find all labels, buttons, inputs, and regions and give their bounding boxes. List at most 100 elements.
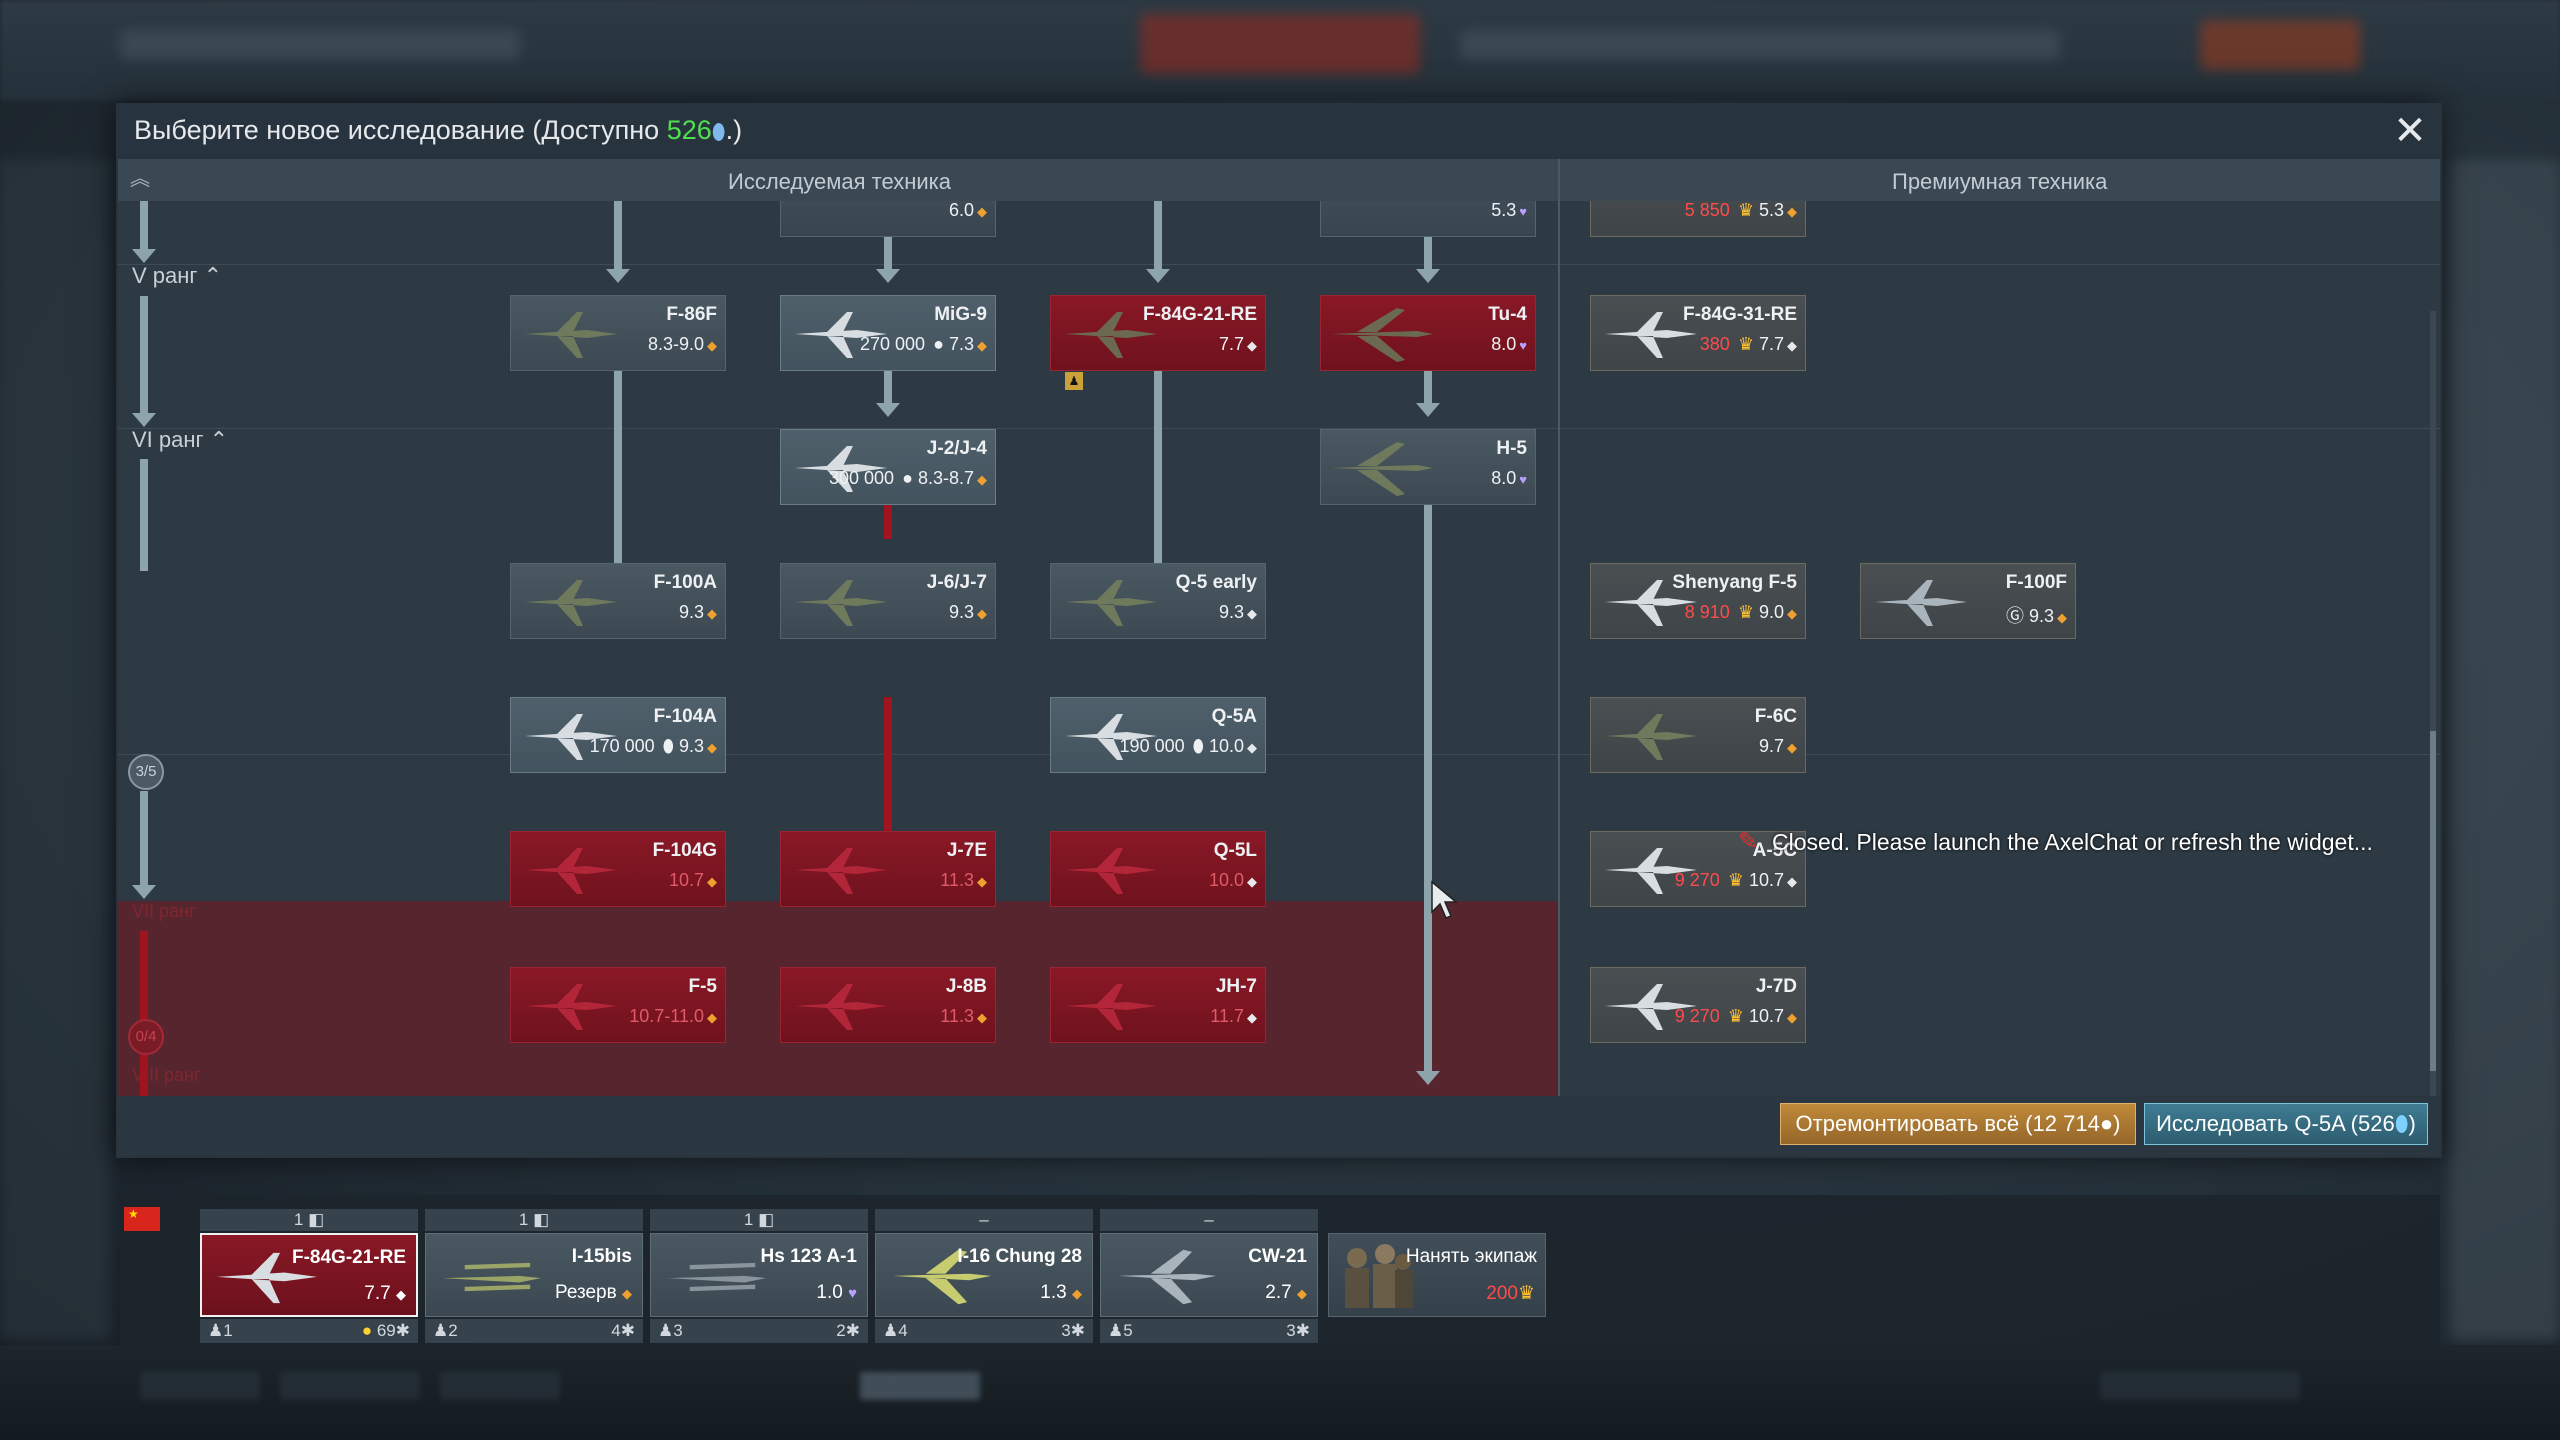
- slot-vehicle-card[interactable]: CW-21 2.7 ◆: [1100, 1233, 1318, 1317]
- tree-header: ︽ Исследуемая техника Премиумная техника: [118, 159, 2440, 202]
- vehicle-card-f84g21[interactable]: F-84G-21-RE 7.7◆ ♟: [1050, 295, 1266, 390]
- rank-5-label[interactable]: V ранг ⌃: [132, 263, 222, 289]
- slot-br-value: 7.7: [364, 1283, 391, 1304]
- research-tree: V ранг ⌃ VI ранг ⌃ VII ранг VIII ранг 3/…: [118, 201, 2440, 1096]
- premium-vehicle-card[interactable]: 5 850♛ 5.3◆: [1590, 201, 1806, 237]
- vehicle-card[interactable]: 6.0◆: [780, 201, 996, 237]
- crew-number: ♟3: [658, 1321, 683, 1341]
- bg-bottom-item: [860, 1372, 980, 1400]
- vehicle-name: Tu-4: [1488, 304, 1527, 325]
- research-vehicle-button[interactable]: Исследовать Q-5A (526⬮): [2144, 1103, 2428, 1145]
- premium-vehicle-card-shenyang-f5[interactable]: Shenyang F-5 8 910♛ 9.0◆: [1590, 563, 1806, 639]
- arrow-down-icon: [876, 269, 900, 283]
- snowflake-icon: ✱: [845, 1321, 860, 1340]
- slot-vehicle-card[interactable]: F-84G-21-RE 7.7 ◆: [200, 1233, 418, 1317]
- crew-number-value: 2: [448, 1321, 458, 1340]
- crew-number: ♟5: [1108, 1321, 1133, 1341]
- jet-icon: [525, 580, 617, 626]
- vehicle-card-f104g[interactable]: F-104G 10.7◆: [510, 831, 726, 907]
- vehicle-card-f86f[interactable]: F-86F 8.3-9.0◆: [510, 295, 726, 371]
- premium-vehicle-card-j7d[interactable]: J-7D 9 270♛ 10.7◆: [1590, 967, 1806, 1043]
- slot-vehicle-card[interactable]: I-16 Chung 28 1.3 ◆: [875, 1233, 1093, 1317]
- bomber-icon: [1331, 442, 1433, 496]
- arrow-down-icon: [876, 403, 900, 417]
- vehicle-br-value: 8.0: [1491, 468, 1517, 488]
- vehicle-br-value: 6.0: [948, 201, 974, 220]
- premium-vehicle-card-f6c[interactable]: F-6C 9.7◆: [1590, 697, 1806, 773]
- jet-icon: [1065, 312, 1157, 358]
- vehicle-card-q5a[interactable]: Q-5A 190 000⬮ 10.0◆: [1050, 697, 1266, 773]
- vehicle-br-value: 10.7: [668, 870, 704, 890]
- golden-eagle-icon: ♛: [1737, 602, 1754, 622]
- jet-icon: [1875, 580, 1967, 626]
- vehicle-br-value: 5.3: [1758, 201, 1784, 220]
- research-point-icon: ⬮: [662, 736, 674, 756]
- vehicle-card-f100a[interactable]: F-100A 9.3◆: [510, 563, 726, 639]
- premium-vehicle-card-a5c[interactable]: A-5C 9 270♛ 10.7◆: [1590, 831, 1806, 907]
- research-button-suffix: ): [2408, 1111, 2416, 1136]
- vehicle-name: F-6C: [1754, 706, 1797, 727]
- vehicle-br: 10.7-11.0◆: [629, 1006, 717, 1027]
- vehicle-br: 9.7◆: [1759, 736, 1797, 757]
- diamond-icon: ◆: [1787, 338, 1797, 353]
- vehicle-card[interactable]: 5.3♥: [1320, 201, 1536, 237]
- scrollbar-thumb[interactable]: [2430, 731, 2436, 1071]
- vehicle-br-value: 11.3: [940, 1006, 974, 1026]
- slot-header-value: 1: [518, 1210, 529, 1229]
- rank-7-label[interactable]: VII ранг: [132, 901, 196, 922]
- premium-vehicle-card-f100f[interactable]: F-100F Ⓖ 9.3◆: [1860, 563, 2076, 639]
- close-button[interactable]: ✕: [2393, 109, 2427, 153]
- crew-slot-1[interactable]: 1 ◧ F-84G-21-RE 7.7 ◆ ♟1● 69✱: [200, 1209, 418, 1349]
- slot-vehicle-card[interactable]: Hs 123 A-1 1.0 ♥: [650, 1233, 868, 1317]
- slot-vehicle-card[interactable]: I-15bis Резерв ◆: [425, 1233, 643, 1317]
- rank-8-label[interactable]: VIII ранг: [132, 1065, 201, 1086]
- vehicle-br-value: 10.7: [1748, 870, 1784, 890]
- vehicle-card-q5early[interactable]: Q-5 early 9.3◆: [1050, 563, 1266, 639]
- vehicle-card-j2[interactable]: J-2/J-4 300 000● 8.3-8.7◆: [780, 429, 996, 505]
- premium-vehicle-card-f84g31[interactable]: F-84G-31-RE 380♛ 7.7◆: [1590, 295, 1806, 371]
- snowflake-icon: ✱: [1295, 1321, 1310, 1340]
- tree-scrollbar[interactable]: [2430, 311, 2436, 1096]
- vehicle-card-j7e[interactable]: J-7E 11.3◆: [780, 831, 996, 907]
- diamond-icon: ◆: [977, 874, 987, 889]
- jet-icon: [795, 312, 887, 358]
- vehicle-br: Ⓖ 9.3◆: [2006, 602, 2067, 628]
- vehicle-card-j6[interactable]: J-6/J-7 9.3◆: [780, 563, 996, 639]
- slot-header: –: [875, 1209, 1093, 1231]
- vehicle-card-f104a[interactable]: F-104A 170 000⬮ 9.3◆: [510, 697, 726, 773]
- diamond-icon: ◆: [977, 338, 987, 353]
- repair-all-button[interactable]: Отремонтировать всё (12 714●): [1780, 1103, 2136, 1145]
- vehicle-card-j8b[interactable]: J-8B 11.3◆: [780, 967, 996, 1043]
- rank-6-label[interactable]: VI ранг ⌃: [132, 427, 228, 453]
- rank-8-text: VIII ранг: [132, 1065, 201, 1085]
- dialog-title-suffix: .): [725, 115, 743, 145]
- tree-connector: [884, 369, 892, 405]
- tree-connector: [1424, 369, 1432, 405]
- vehicle-name: J-6/J-7: [926, 572, 987, 593]
- vehicle-card-jh7[interactable]: JH-7 11.7◆: [1050, 967, 1266, 1043]
- slot-header: 1 ◧: [425, 1209, 643, 1231]
- vehicle-card-h5[interactable]: H-5 8.0♥: [1320, 429, 1536, 505]
- vehicle-cost: 9 270: [1674, 870, 1720, 890]
- slot-vehicle-name: F-84G-21-RE: [291, 1247, 406, 1268]
- warning-icon: ●: [361, 1321, 373, 1340]
- vehicle-card-f5[interactable]: F-5 10.7-11.0◆: [510, 967, 726, 1043]
- vehicle-card-q5l[interactable]: Q-5L 10.0◆: [1050, 831, 1266, 907]
- vehicle-name: A-5C: [1752, 840, 1797, 861]
- hire-crew-button[interactable]: Нанять экипаж 200♛: [1328, 1233, 1546, 1317]
- collapse-ranks-icon[interactable]: ︽: [130, 168, 150, 190]
- research-point-icon: ⬮: [711, 119, 726, 144]
- china-flag-icon[interactable]: [124, 1207, 160, 1231]
- vehicle-card-tu4[interactable]: Tu-4 8.0♥: [1320, 295, 1536, 371]
- vehicle-br-value: 9.7: [1758, 736, 1784, 756]
- slot-stat-value: 4: [611, 1321, 621, 1340]
- vehicle-br: 190 000⬮ 10.0◆: [1120, 736, 1257, 757]
- vehicle-name: F-84G-31-RE: [1682, 304, 1797, 325]
- vehicle-cost: 5 850: [1684, 201, 1730, 220]
- vehicle-card-mig9[interactable]: MiG-9 270 000● 7.3◆: [780, 295, 996, 371]
